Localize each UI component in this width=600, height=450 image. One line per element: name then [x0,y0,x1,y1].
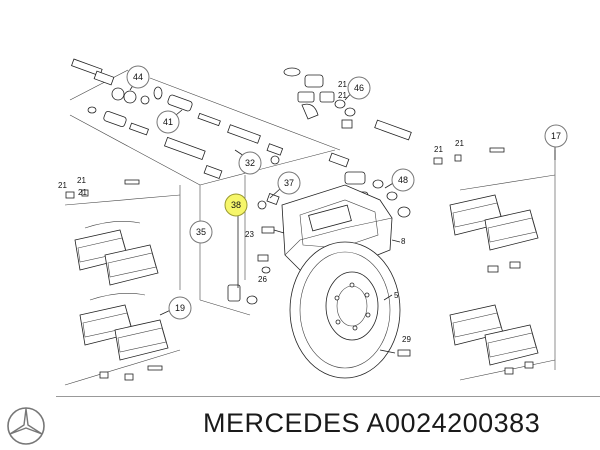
svg-text:19: 19 [175,303,185,313]
callout-44: 44 [126,65,150,89]
callout-17: 17 [544,124,568,148]
label-29: 29 [402,335,411,344]
pin-and-bushing-parts [71,58,284,180]
callout-37: 37 [277,171,301,195]
svg-text:38: 38 [231,200,241,210]
divider-line [56,396,600,397]
brake-disc [289,241,401,379]
svg-text:37: 37 [284,178,294,188]
svg-text:35: 35 [196,227,206,237]
label-21-e: 21 [78,188,87,197]
label-21-c: 21 [58,181,67,190]
svg-text:44: 44 [133,72,143,82]
label-8: 8 [401,237,406,246]
label-21-a: 21 [338,80,347,89]
svg-text:46: 46 [354,83,364,93]
brake-pads-right [433,147,539,375]
label-21-d: 21 [77,176,86,185]
label-21-f: 21 [434,145,443,154]
svg-text:32: 32 [245,158,255,168]
callout-35: 35 [189,220,213,244]
svg-text:41: 41 [163,117,173,127]
mercedes-star-icon [7,407,45,445]
label-21-b: 21 [338,91,347,100]
part-number-labels: 21 21 21 21 21 21 21 23 26 8 5 29 [58,80,464,344]
callout-19: 19 [168,296,192,320]
brake-pads-left [65,179,169,381]
brand-part-number-text: MERCEDES A0024200383 [203,408,541,438]
callout-41: 41 [156,110,180,134]
svg-text:48: 48 [398,175,408,185]
callout-48: 48 [391,168,415,192]
callout-32: 32 [238,151,262,175]
svg-text:17: 17 [551,131,561,141]
label-5: 5 [394,291,399,300]
callout-46: 46 [347,76,371,100]
label-26: 26 [258,275,267,284]
caliper-screws [227,226,411,357]
label-23: 23 [245,230,254,239]
callout-38: 38 [224,193,248,217]
adjuster-parts-group [283,67,412,218]
label-21-g: 21 [455,139,464,148]
